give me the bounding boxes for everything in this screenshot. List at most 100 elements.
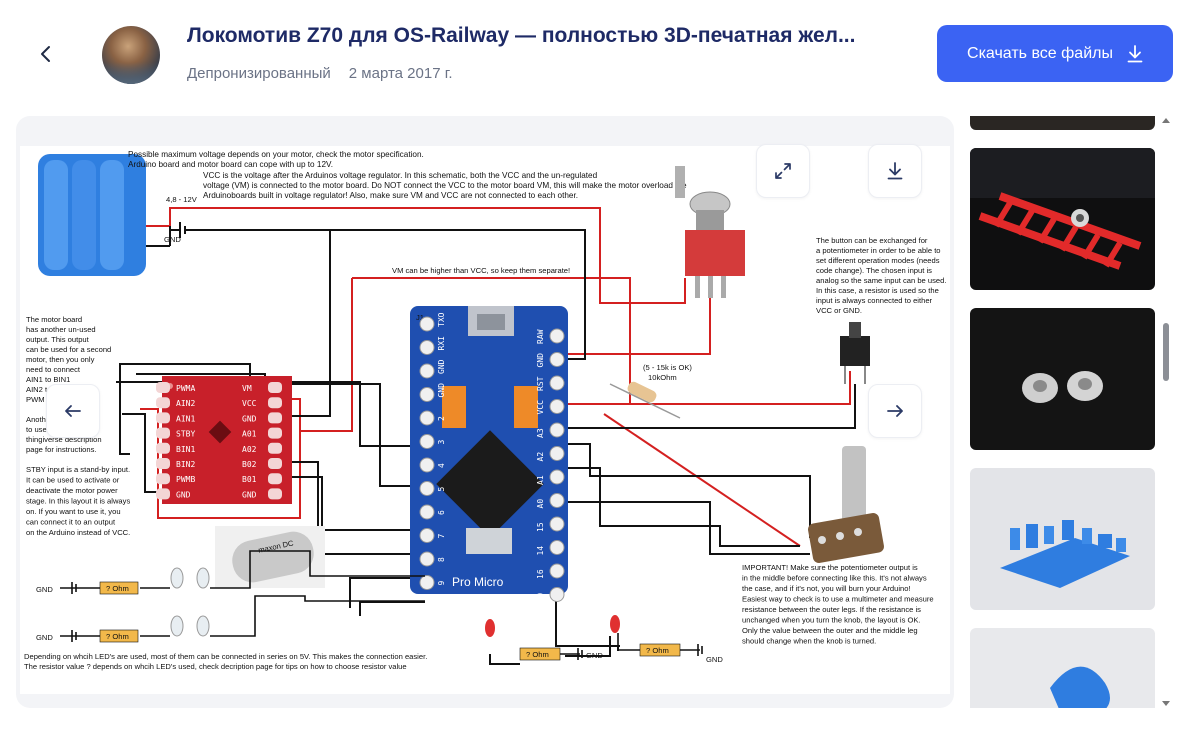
post-date: 2 марта 2017 г. xyxy=(348,65,453,82)
driver-left-pin-label: BIN2 xyxy=(176,460,195,469)
led-pair-2 xyxy=(170,615,210,637)
board-name: Pro Micro xyxy=(452,575,504,589)
arduino-right-pin-hole xyxy=(549,493,565,508)
arduino-right-pin-label: 16 xyxy=(536,569,545,579)
download-all-button[interactable]: Скачать все файлы xyxy=(937,25,1173,82)
arduino-right-pin-label: A3 xyxy=(536,428,545,438)
arduino-right-pin-hole xyxy=(549,469,565,485)
download-image-button[interactable] xyxy=(868,144,922,198)
pot-note-line: should change when the knob is turned. xyxy=(742,637,876,646)
driver-left-pin xyxy=(156,382,170,393)
battery-gnd-label: GND xyxy=(164,235,181,244)
arduino-right-pin-label: 14 xyxy=(536,546,545,556)
driver-left-pin-label: PWMA xyxy=(176,384,195,393)
arduino-left-pin-hole xyxy=(419,504,435,520)
back-button[interactable] xyxy=(30,38,62,70)
driver-right-pin-label: VCC xyxy=(242,399,257,408)
thumbnail-scrollbar[interactable] xyxy=(1160,116,1172,708)
driver-right-pin xyxy=(268,397,282,409)
arduino-left-pin-label: GND xyxy=(437,383,446,398)
note-voltage-1: Possible maximum voltage depends on your… xyxy=(128,150,424,159)
driver-right-pin xyxy=(268,488,282,500)
header: Локомотив Z70 для OS-Railway — полностью… xyxy=(0,0,1200,110)
arduino-pro-micro xyxy=(410,306,568,594)
thumbnail-0[interactable] xyxy=(970,116,1155,130)
arduino-right-pin-hole xyxy=(549,563,565,579)
button-note-3: code change). The chosen input is xyxy=(816,266,932,275)
arrow-right-icon xyxy=(887,405,903,417)
driver-left-pin xyxy=(156,397,170,409)
arduino-left-pin-label: 3 xyxy=(437,440,446,445)
stby-note-line: on. If you want to use it, you xyxy=(26,507,121,516)
ohm-label-4: ? Ohm xyxy=(646,646,669,655)
driver-right-pin-label: A01 xyxy=(242,430,257,439)
scroll-thumb[interactable] xyxy=(1163,323,1169,381)
thumbnail-2[interactable] xyxy=(970,308,1155,450)
arrow-left-icon xyxy=(65,405,81,417)
dc-motor: maxon DC xyxy=(215,526,325,588)
button-note-4: analog so the same input can be used. xyxy=(816,276,946,285)
driver-left-pin xyxy=(156,412,170,424)
button-note-5: In this case, a resistor is used so the xyxy=(816,286,939,295)
driver-left-pin-label: STBY xyxy=(176,430,195,439)
scroll-down-icon[interactable] xyxy=(1162,701,1170,706)
pot-note-line: Only the value between the outer and the… xyxy=(742,626,918,635)
avatar[interactable] xyxy=(102,26,160,84)
toggle-switch xyxy=(675,166,745,298)
arduino-right-pin-hole xyxy=(549,352,565,367)
arduino-left-pin-label: 7 xyxy=(437,534,446,539)
driver-right-pin xyxy=(268,382,282,393)
stby-note-line: can connect it to an output xyxy=(26,518,116,527)
arduino-left-pin-hole xyxy=(419,316,435,332)
thumbnail-1[interactable] xyxy=(970,148,1155,290)
motor-note-line: has another un-used xyxy=(26,325,96,334)
arduino-left-pin-label: 8 xyxy=(437,557,446,562)
prev-image-button[interactable] xyxy=(46,384,100,438)
motor-note-line: page for instructions. xyxy=(26,445,97,454)
driver-left-pin xyxy=(156,458,170,469)
driver-left-pin-label: BIN1 xyxy=(176,445,195,454)
led-gnd-label-1: GND xyxy=(36,585,53,594)
driver-left-pin xyxy=(156,427,170,439)
scroll-up-icon[interactable] xyxy=(1162,118,1170,123)
arduino-left-pin-label: 2 xyxy=(437,416,446,421)
driver-right-pin-label: A02 xyxy=(242,445,257,454)
motor-note-line: need to connect xyxy=(26,365,81,374)
motor-note-line: thingiverse description xyxy=(26,435,102,444)
arduino-right-pin-label: A2 xyxy=(536,452,545,462)
stby-note-line: on the Arduino instead of VCC. xyxy=(26,528,130,537)
arduino-right-pin-hole xyxy=(549,399,565,414)
arduino-left-pin-label: 9 xyxy=(437,581,446,586)
led-gnd-wires xyxy=(560,633,703,660)
author-link[interactable]: Депронизированный xyxy=(187,65,331,82)
led-pair-1 xyxy=(170,567,210,589)
download-icon xyxy=(887,162,903,180)
next-image-button[interactable] xyxy=(868,384,922,438)
red-wires xyxy=(140,207,851,549)
button-note-2: set different operation modes (needs xyxy=(816,256,940,265)
arduino-right-pin-label: RST xyxy=(536,376,545,391)
potentiometer xyxy=(808,446,884,563)
ohm-label-1: ? Ohm xyxy=(106,584,129,593)
red-leds xyxy=(485,615,620,637)
driver-left-pin xyxy=(156,488,170,500)
note-vcc-2: voltage (VM) is connected to the motor b… xyxy=(203,181,687,190)
motor-note-line: Anoth xyxy=(26,415,46,424)
arduino-left-pin-label: 4 xyxy=(437,463,446,468)
pot-note-line: Easiest way to check is to use a multime… xyxy=(742,595,934,604)
arduino-right-pin-hole xyxy=(549,446,565,461)
motor-note-line: The motor board xyxy=(26,315,82,324)
pot-note: IMPORTANT! Make sure the potentiometer o… xyxy=(742,563,934,646)
fullscreen-button[interactable] xyxy=(756,144,810,198)
thumbnail-4[interactable] xyxy=(970,628,1155,708)
driver-right-pin xyxy=(268,458,282,469)
arduino-right-pin-label: VCC xyxy=(536,400,545,415)
stby-note-line: It can be used to activate or xyxy=(26,476,120,485)
driver-left-pin xyxy=(156,442,170,454)
motor-note-line: can be used for a second xyxy=(26,345,111,354)
motor-driver-board xyxy=(162,376,292,504)
thumbnail-3[interactable] xyxy=(970,468,1155,610)
